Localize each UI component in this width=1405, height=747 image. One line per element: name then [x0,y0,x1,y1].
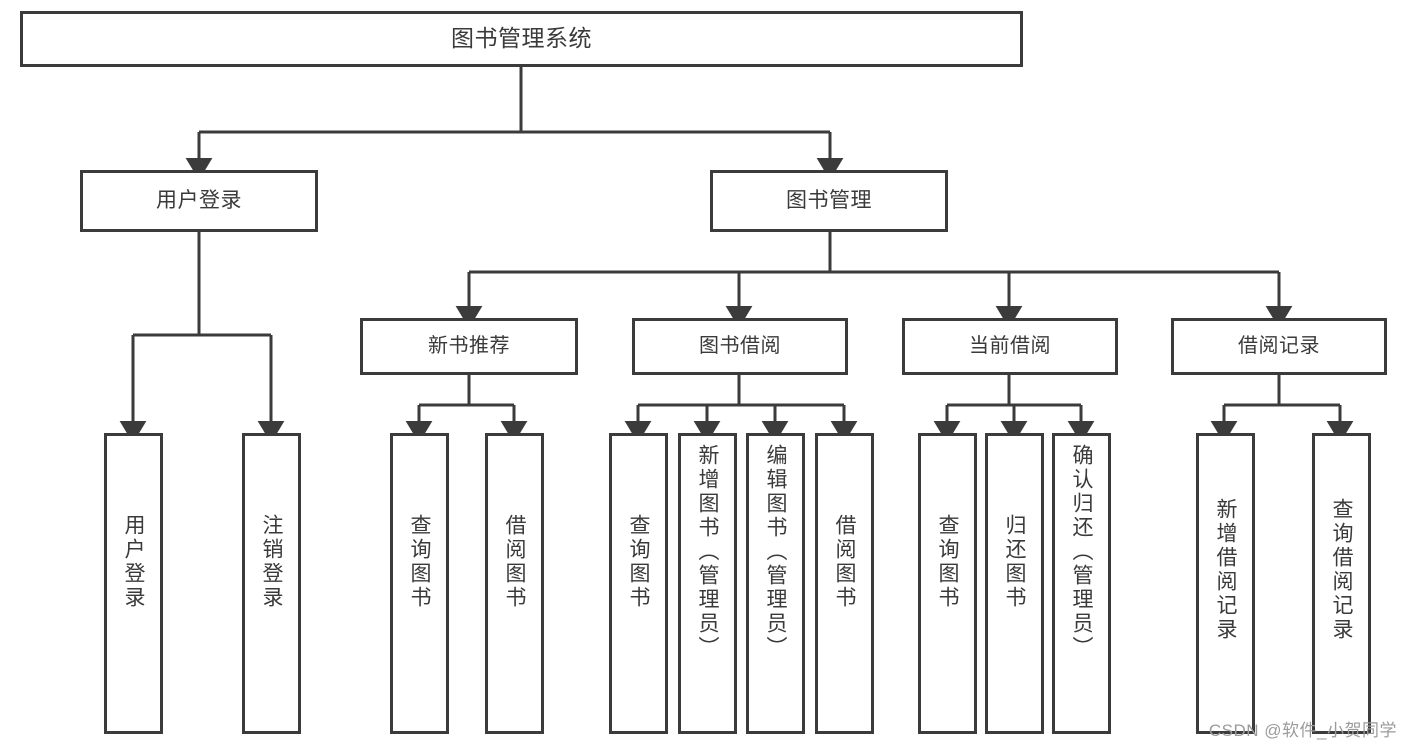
watermark-text: CSDN @软件_小贺同学 [1208,721,1397,740]
node-current-borrow[interactable]: 当前借阅 [902,318,1118,375]
node-label: 用户登录 [156,189,242,213]
node-label: 当前借阅 [969,335,1051,358]
node-book-management[interactable]: 图书管理 [710,170,948,232]
leaf-book-borrow-borrow[interactable]: 借阅图书 [815,433,874,734]
node-label: 确认归还（管理员） [1070,444,1093,660]
node-label: 图书管理 [786,189,872,213]
leaf-new-book-query[interactable]: 查询图书 [390,433,449,734]
node-label: 查询借阅记录 [1330,498,1353,642]
leaf-new-book-borrow[interactable]: 借阅图书 [485,433,544,734]
node-label: 查询图书 [627,514,650,610]
leaf-user-login-logout[interactable]: 注销登录 [242,433,301,734]
node-label: 图书借阅 [699,335,781,358]
node-label: 查询图书 [408,514,431,610]
node-label: 借阅图书 [503,514,526,610]
leaf-book-borrow-query[interactable]: 查询图书 [609,433,668,734]
node-label: 编辑图书（管理员） [764,444,787,660]
leaf-book-borrow-add-admin[interactable]: 新增图书（管理员） [678,433,737,734]
leaf-current-borrow-return[interactable]: 归还图书 [985,433,1044,734]
node-book-borrow[interactable]: 图书借阅 [632,318,848,375]
node-label: 新增图书（管理员） [696,444,719,660]
leaf-borrow-record-query[interactable]: 查询借阅记录 [1312,433,1371,734]
leaf-current-borrow-confirm-admin[interactable]: 确认归还（管理员） [1052,433,1111,734]
node-user-login[interactable]: 用户登录 [80,170,318,232]
node-root-system[interactable]: 图书管理系统 [20,11,1023,67]
node-label: 新增借阅记录 [1214,498,1237,642]
leaf-user-login-login[interactable]: 用户登录 [104,433,163,734]
node-label: 图书管理系统 [451,25,592,52]
node-label: 注销登录 [260,514,283,610]
node-label: 归还图书 [1003,514,1026,610]
node-label: 借阅记录 [1238,335,1320,358]
node-label: 借阅图书 [833,514,856,610]
leaf-current-borrow-query[interactable]: 查询图书 [918,433,977,734]
leaf-book-borrow-edit-admin[interactable]: 编辑图书（管理员） [746,433,805,734]
node-label: 新书推荐 [428,335,510,358]
node-new-book-recommend[interactable]: 新书推荐 [360,318,578,375]
node-label: 查询图书 [936,514,959,610]
node-borrow-record[interactable]: 借阅记录 [1171,318,1387,375]
leaf-borrow-record-add[interactable]: 新增借阅记录 [1196,433,1255,734]
node-label: 用户登录 [122,514,145,610]
